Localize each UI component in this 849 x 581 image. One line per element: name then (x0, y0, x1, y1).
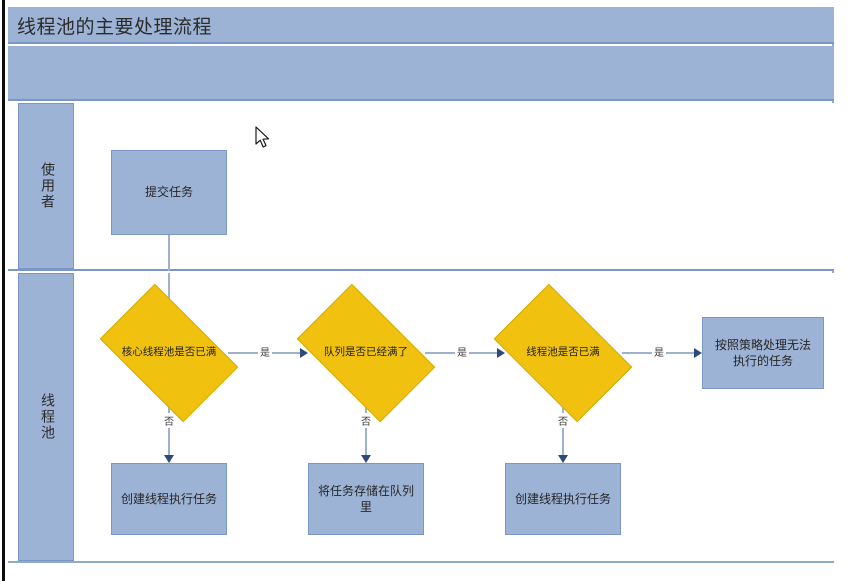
edge-label-yes-3: 是 (652, 344, 666, 359)
node-create-thread-1[interactable]: 创建线程执行任务 (111, 463, 227, 535)
node-core-pool-full[interactable]: 核心线程池是否已满 (99, 283, 239, 423)
arrowhead-core-to-queue (300, 348, 308, 358)
arrowhead-queue-to-pool (497, 348, 505, 358)
diagram-title-band: 线程池的主要处理流程 (8, 7, 834, 44)
window-left-edge (2, 0, 5, 581)
node-core-pool-full-label: 核心线程池是否已满 (121, 347, 217, 359)
node-queue-full[interactable]: 队列是否已经满了 (296, 283, 436, 423)
swimlane-body-user: 提交任务 (76, 103, 834, 271)
swimlane-header-user[interactable]: 使用者 (18, 103, 74, 269)
edge-label-no-2: 否 (359, 413, 373, 428)
flowchart-diagram: 线程池的主要处理流程 使用者 提交任务 (8, 7, 834, 563)
arrowhead-queue-to-store (361, 455, 371, 463)
node-pool-full-label: 线程池是否已满 (526, 347, 600, 359)
node-pool-full[interactable]: 线程池是否已满 (493, 283, 633, 423)
arrowhead-pool-to-create-thread-2 (558, 455, 568, 463)
page-title: 线程池的主要处理流程 (17, 17, 213, 38)
edge-label-yes-1: 是 (258, 344, 272, 359)
edge-label-no-3: 否 (556, 413, 570, 428)
node-create-thread-2-label: 创建线程执行任务 (514, 491, 611, 506)
edge-label-no-1: 否 (162, 413, 176, 428)
arrowhead-core-to-create-thread-1 (164, 455, 174, 463)
node-reject-policy[interactable]: 按照策略处理无法执行的任务 (702, 317, 824, 389)
node-store-in-queue-label: 将任务存储在队列里 (317, 483, 414, 514)
node-store-in-queue[interactable]: 将任务存储在队列里 (308, 463, 424, 535)
node-create-thread-2[interactable]: 创建线程执行任务 (505, 463, 621, 535)
swimlane-label-user: 使用者 (39, 162, 54, 210)
diagram-header-band (8, 46, 834, 101)
node-queue-full-label: 队列是否已经满了 (324, 347, 408, 359)
node-submit-task[interactable]: 提交任务 (111, 150, 227, 235)
connector-submit-to-core-upper (168, 235, 170, 271)
swimlane-pool: 线程池 核心线程池是否已满 是 (8, 273, 834, 561)
node-reject-policy-label: 按照策略处理无法执行的任务 (714, 337, 811, 368)
arrowhead-pool-to-reject (694, 348, 702, 358)
edge-label-yes-2: 是 (455, 344, 469, 359)
swimlane-body-pool: 核心线程池是否已满 是 否 创建线程执行任务 (76, 273, 834, 561)
node-submit-task-label: 提交任务 (144, 185, 193, 200)
connector-submit-to-core-lower (168, 273, 170, 311)
swimlane-container: 使用者 提交任务 线程池 (8, 103, 834, 561)
swimlane-label-pool: 线程池 (39, 393, 54, 441)
swimlane-user: 使用者 提交任务 (8, 103, 834, 271)
node-create-thread-1-label: 创建线程执行任务 (120, 491, 217, 506)
swimlane-header-pool[interactable]: 线程池 (18, 273, 74, 561)
